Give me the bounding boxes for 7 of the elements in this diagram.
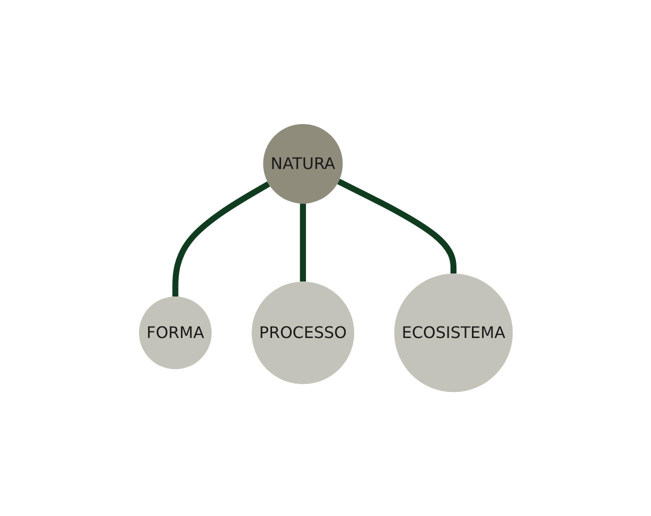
node-circle: NATURA: [262, 124, 342, 204]
node-circle: ECOSISTEMA: [394, 274, 512, 392]
connector: [300, 204, 306, 282]
node-circle: FORMA: [138, 296, 212, 370]
connector: [336, 178, 456, 274]
connector: [172, 181, 270, 296]
node-circle: PROCESSO: [251, 282, 354, 384]
